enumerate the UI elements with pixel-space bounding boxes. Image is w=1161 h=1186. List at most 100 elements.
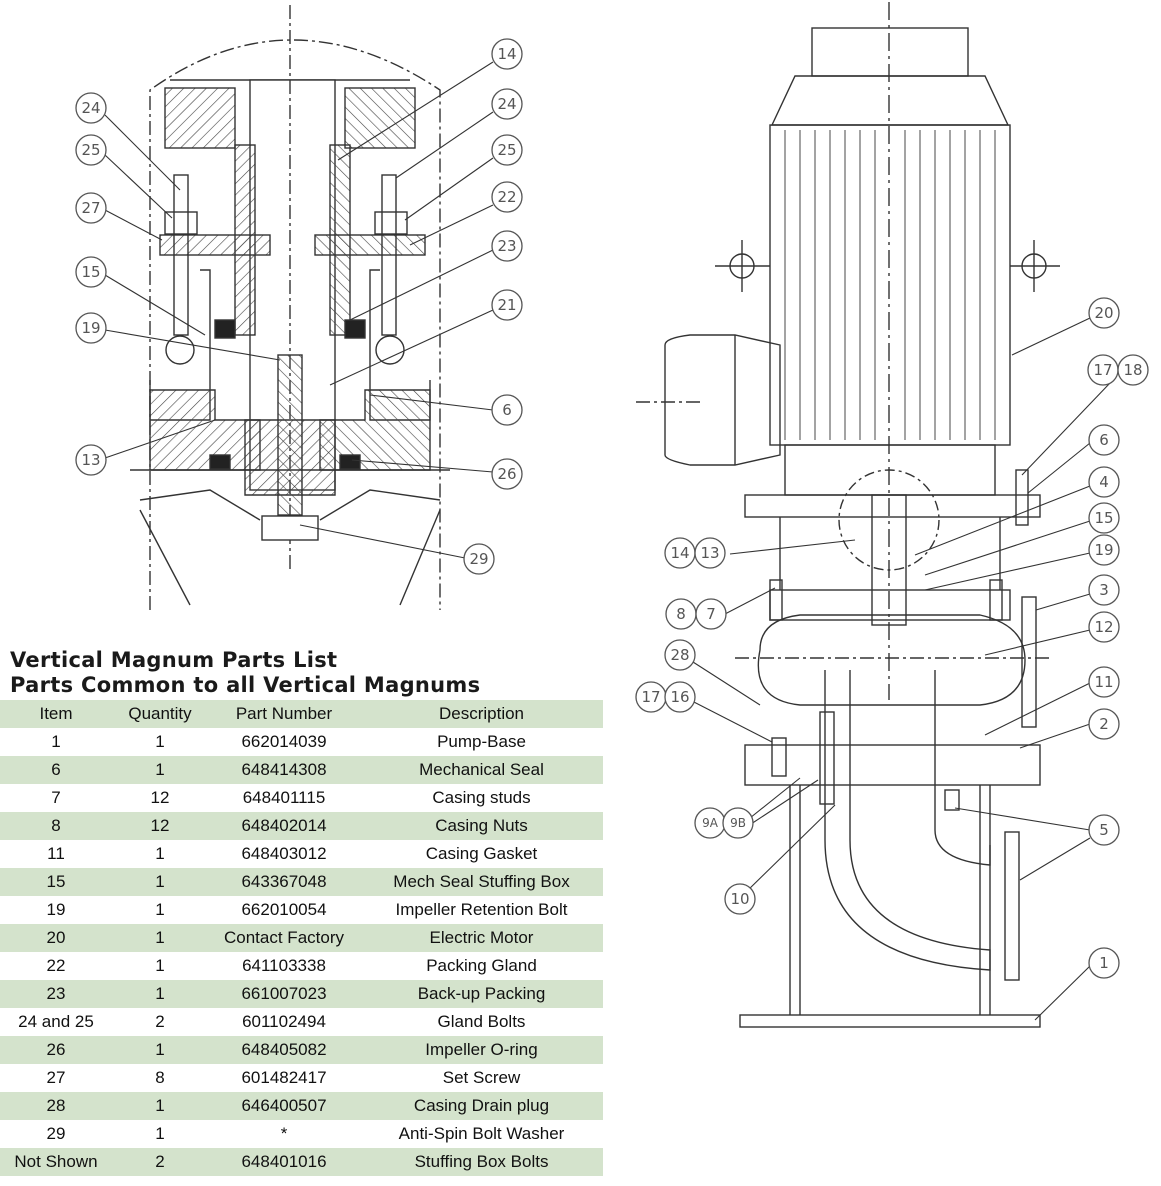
callout-circle: [75, 92, 107, 124]
callout-label: 13: [700, 544, 719, 562]
cell-part-number: Contact Factory: [208, 924, 360, 952]
callout-circle: [664, 639, 696, 671]
callout-circle: [491, 458, 523, 490]
cell-part-number: 648405082: [208, 1036, 360, 1064]
callout-circle: [1088, 466, 1120, 498]
cell-item: 1: [51, 732, 61, 751]
callout-label: 9B: [730, 816, 746, 830]
cell-quantity: 1: [155, 732, 165, 751]
cell-item: 28: [0, 1092, 112, 1120]
cell-part-number: 662010054: [241, 900, 327, 919]
callout-label: 14: [670, 544, 689, 562]
callout-circle: [491, 230, 523, 262]
callout-label: 26: [497, 465, 516, 483]
cell-item: 8: [0, 812, 112, 840]
cell-part-number: 648402014: [208, 812, 360, 840]
cell-quantity: 1: [112, 1092, 208, 1120]
callout-circle: [491, 181, 523, 213]
cell-item: 20: [0, 924, 112, 952]
callout-label: 4: [1099, 473, 1109, 491]
callout-label: 25: [81, 141, 100, 159]
cell-part-number: *: [280, 1124, 288, 1143]
callout-circle: [1088, 611, 1120, 643]
column-header-part-number: Part Number: [208, 700, 360, 728]
callout-circle: [1088, 574, 1120, 606]
cell-quantity: 1: [112, 1036, 208, 1064]
cell-part-number: 601102494: [242, 1012, 326, 1031]
cell-item: 27: [46, 1068, 66, 1087]
table-header-row: Item Quantity Part Number Description: [0, 700, 603, 728]
parts-list-subtitle: Parts Common to all Vertical Magnums: [10, 673, 481, 697]
cell-item: 7: [51, 788, 61, 807]
callout-label: 15: [1094, 509, 1113, 527]
cell-quantity: 1: [155, 956, 165, 975]
cell-part-number: 662014039: [241, 732, 327, 751]
cell-description: Set Screw: [442, 1068, 521, 1087]
cell-part-number: 661007023: [208, 980, 360, 1008]
callout-label: 21: [497, 296, 516, 314]
cell-part-number: 641103338: [242, 956, 326, 975]
callout-circle: [724, 883, 756, 915]
callout-circle: [463, 543, 495, 575]
callout-label: 24: [497, 95, 516, 113]
callout-label: 17: [1093, 361, 1112, 379]
callout-label: 23: [497, 237, 516, 255]
callout-circle: [722, 807, 754, 839]
callout-label: 24: [81, 99, 100, 117]
callout-label: 6: [1099, 431, 1109, 449]
cell-quantity: 2: [155, 1012, 165, 1031]
callout-circle: [75, 192, 107, 224]
callout-label: 11: [1094, 673, 1113, 691]
callout-label: 9A: [702, 816, 719, 830]
callout-label: 17: [641, 688, 660, 706]
cell-description: Casing Gasket: [425, 844, 538, 863]
callout-label: 14: [497, 45, 516, 63]
callout-circle: [75, 256, 107, 288]
callout-circle: [491, 88, 523, 120]
callout-label: 15: [81, 263, 100, 281]
cell-description: Mechanical Seal: [360, 756, 603, 784]
callout-label: 20: [1094, 304, 1113, 322]
cell-description: Mech Seal Stuffing Box: [360, 868, 603, 896]
cell-item: 6: [0, 756, 112, 784]
callout-circle: [1088, 814, 1120, 846]
callout-circle: [664, 681, 696, 713]
callout-circle: [694, 537, 726, 569]
callout-label: 2: [1099, 715, 1109, 733]
cell-description: Pump-Base: [437, 732, 526, 751]
cell-part-number: 643367048: [208, 868, 360, 896]
callout-circle: [1088, 297, 1120, 329]
callout-label: 29: [469, 550, 488, 568]
cell-quantity: 1: [112, 868, 208, 896]
callout-label: 16: [670, 688, 689, 706]
cell-description: Packing Gland: [426, 956, 537, 975]
cell-part-number: 648403012: [241, 844, 327, 863]
callout-label: 19: [1094, 541, 1113, 559]
callout-circle: [75, 312, 107, 344]
cell-part-number: 646400507: [208, 1092, 360, 1120]
callout-label: 19: [81, 319, 100, 337]
cell-item: 24 and 25: [18, 1012, 94, 1031]
cell-description: Impeller O-ring: [360, 1036, 603, 1064]
callout-circle: [1088, 708, 1120, 740]
cell-quantity: 12: [150, 788, 170, 807]
callout-label: 12: [1094, 618, 1113, 636]
callout-label: 6: [502, 401, 512, 419]
cell-item: 23: [0, 980, 112, 1008]
cell-part-number: 648414308: [208, 756, 360, 784]
cell-quantity: 1: [155, 1124, 165, 1143]
